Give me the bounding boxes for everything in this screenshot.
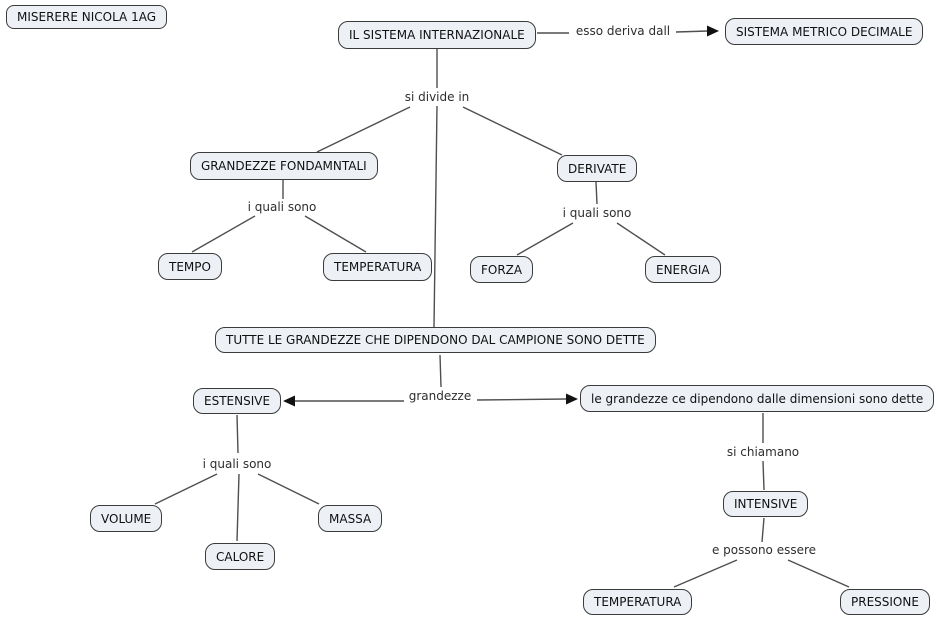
- node-temperatura-fondamentale[interactable]: TEMPERATURA: [323, 253, 433, 281]
- node-sistema-internazionale[interactable]: IL SISTEMA INTERNAZIONALE: [338, 21, 536, 49]
- link-label-esso-deriva-dall[interactable]: esso deriva dall: [575, 24, 671, 38]
- node-author[interactable]: MISERERE NICOLA 1AG: [6, 5, 168, 29]
- node-derivate[interactable]: DERIVATE: [557, 155, 638, 182]
- node-sistema-metrico-decimale[interactable]: SISTEMA METRICO DECIMALE: [725, 18, 924, 45]
- arrowhead-to-estensive: [283, 395, 295, 407]
- node-massa[interactable]: MASSA: [318, 505, 383, 532]
- node-tempo[interactable]: TEMPO: [158, 253, 222, 280]
- link-label-e-possono-essere[interactable]: e possono essere: [711, 543, 817, 557]
- link-label-grandezze[interactable]: grandezze: [408, 389, 472, 403]
- arrowhead-to-dimensioni: [566, 393, 578, 405]
- node-forza[interactable]: FORZA: [470, 256, 534, 283]
- node-energia[interactable]: ENERGIA: [645, 256, 721, 283]
- node-estensive[interactable]: ESTENSIVE: [193, 388, 282, 414]
- node-volume[interactable]: VOLUME: [90, 505, 163, 532]
- link-label-si-chiamano[interactable]: si chiamano: [726, 445, 800, 459]
- node-calore[interactable]: CALORE: [205, 543, 276, 570]
- node-temperatura-intensiva[interactable]: TEMPERATURA: [583, 589, 693, 615]
- node-tutte-le-grandezze[interactable]: TUTTE LE GRANDEZZE CHE DIPENDONO DAL CAM…: [215, 327, 656, 353]
- arrowhead-to-sistema-metrico: [707, 25, 719, 37]
- node-pressione[interactable]: PRESSIONE: [840, 589, 930, 615]
- link-label-i-quali-sono-estensive[interactable]: i quali sono: [202, 457, 272, 471]
- node-dimensioni[interactable]: le grandezze ce dipendono dalle dimensio…: [580, 385, 935, 412]
- node-grandezze-fondamentali[interactable]: GRANDEZZE FONDAMNTALI: [190, 152, 378, 180]
- node-intensive[interactable]: INTENSIVE: [723, 491, 809, 517]
- link-label-si-divide-in[interactable]: si divide in: [404, 90, 470, 104]
- link-label-i-quali-sono-derivate[interactable]: i quali sono: [562, 206, 632, 220]
- link-label-i-quali-sono-fondamentali[interactable]: i quali sono: [247, 200, 317, 214]
